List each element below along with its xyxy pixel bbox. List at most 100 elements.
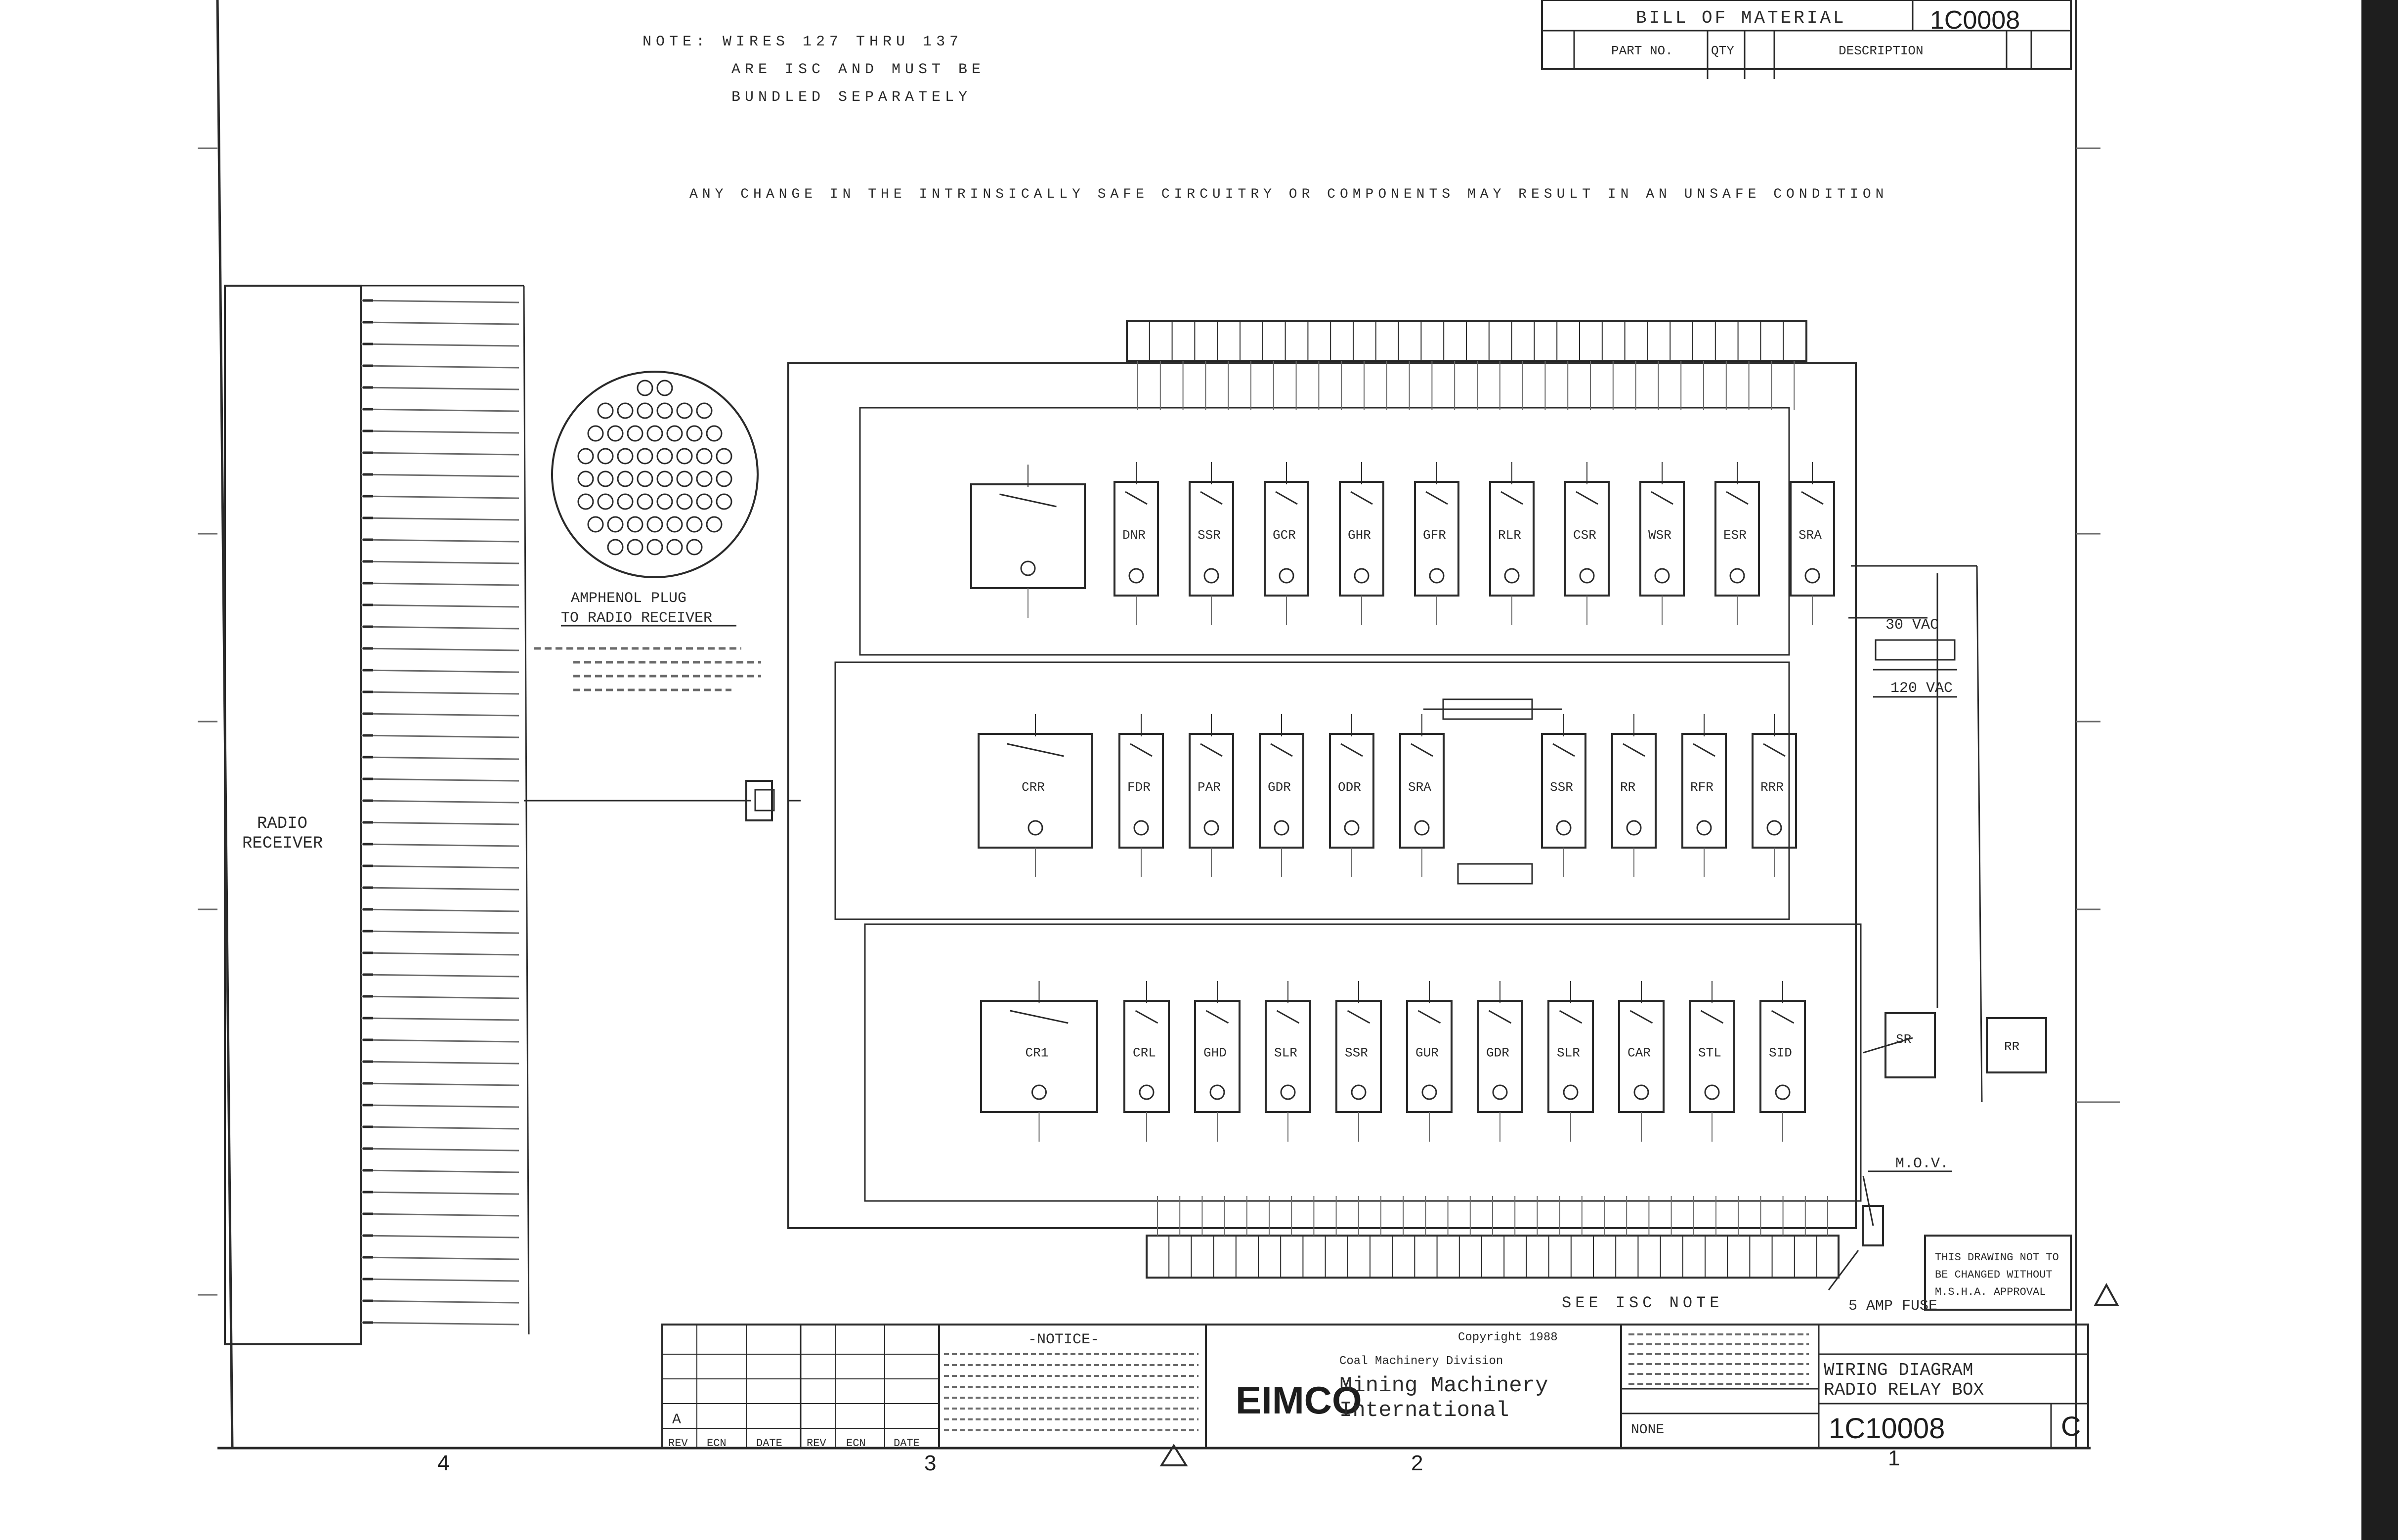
receiver-pin-line (360, 713, 519, 717)
title-drawing-number: 1C10008 (1829, 1412, 1945, 1445)
receiver-pin-line (360, 756, 519, 760)
relay-label: RFR (1690, 780, 1713, 795)
relay-label: GDR (1268, 780, 1291, 795)
rev-col-6: DATE (894, 1437, 920, 1450)
receiver-pin-line (360, 887, 519, 891)
receiver-label-line-1: RADIO (257, 814, 307, 833)
plug-pin (686, 425, 703, 442)
relay-label: CSR (1573, 528, 1596, 543)
relay-label: CR1 (1026, 1046, 1049, 1061)
relay-symbol-icon: RRR (1752, 714, 1797, 877)
relay-label: SSR (1550, 780, 1573, 795)
plug-pin (666, 539, 683, 556)
connector-plug-icon (745, 780, 775, 821)
plug-pin (716, 493, 732, 510)
zone-label-4: 4 (437, 1451, 449, 1475)
plug-pin (706, 425, 723, 442)
relay-symbol-icon: GHD (1194, 981, 1241, 1142)
relay-symbol-icon: GDR (1477, 981, 1523, 1142)
relay-label: FDR (1127, 780, 1151, 795)
relay-label: GDR (1486, 1046, 1509, 1061)
plug-pin (637, 402, 653, 419)
receiver-pin-line (360, 1300, 519, 1304)
relay-label: SSR (1198, 528, 1221, 543)
radio-receiver-block (224, 285, 530, 1345)
see-isc-note: SEE ISC NOTE (1562, 1294, 1723, 1312)
plug-pin (627, 516, 643, 533)
relay-symbol-icon: FDR (1118, 714, 1164, 877)
relay-label: SRA (1408, 780, 1431, 795)
plug-pin (656, 402, 673, 419)
receiver-pin-line (360, 560, 519, 564)
receiver-pin-line (360, 843, 519, 847)
receiver-pin-line (360, 452, 519, 456)
vac-120-label: 120 VAC (1890, 680, 1953, 697)
receiver-pin-line (360, 408, 519, 412)
eimco-logo: EIMCO (1236, 1378, 1362, 1422)
msha-approval-box (1924, 1235, 2072, 1311)
receiver-pin-line (360, 995, 519, 999)
receiver-pin-line (360, 974, 519, 978)
vac-120-block (1873, 669, 1957, 698)
receiver-pin-line (360, 821, 519, 825)
relay-symbol-icon: RFR (1681, 714, 1727, 877)
relay-label: PAR (1198, 780, 1221, 795)
drawing-frame (198, 0, 2120, 1450)
plug-pin (696, 402, 713, 419)
receiver-pin-line (360, 1169, 519, 1173)
plug-pin (716, 471, 732, 487)
zone-label-1: 1 (1888, 1446, 1900, 1470)
plug-pin (666, 516, 683, 533)
division-text: Coal Machinery Division (1339, 1355, 1503, 1368)
plug-pin (597, 471, 614, 487)
plug-pin (607, 516, 624, 533)
wires-note-line-1: NOTE: WIRES 127 THRU 137 (642, 34, 963, 50)
plug-pin (627, 539, 643, 556)
relay-rr-right (1986, 1017, 2047, 1073)
relay-symbol-icon: RLR (1489, 462, 1535, 625)
relay-symbol-icon: CR1 (980, 981, 1098, 1142)
receiver-pin-line (360, 1039, 519, 1043)
relay-symbol-icon: GUR (1406, 981, 1453, 1142)
relay-label: GFR (1423, 528, 1446, 543)
vac-30-block (1848, 617, 1956, 661)
fuse-label: 5 AMP FUSE (1848, 1298, 1937, 1315)
relay-label: WSR (1648, 528, 1671, 543)
notice-title: -NOTICE- (1028, 1331, 1099, 1348)
plug-pin (587, 425, 604, 442)
relay-symbol-icon: PAR (1189, 714, 1234, 877)
terminal-strip-bottom (1146, 1196, 1840, 1279)
relay-symbol-icon: RR (1611, 714, 1657, 877)
plug-pin (656, 471, 673, 487)
revision-block (661, 1324, 940, 1449)
rev-col-4: REV (807, 1437, 826, 1450)
receiver-pin-line (360, 517, 519, 521)
fuse-icon (1828, 1205, 1884, 1290)
receiver-pin-line (360, 1148, 519, 1152)
bom-col-part-no: PART NO. (1611, 43, 1673, 58)
bom-col-description: DESCRIPTION (1839, 43, 1924, 58)
receiver-pin-line (360, 1126, 519, 1130)
relay-label: RRR (1760, 780, 1784, 795)
receiver-pin-line (360, 930, 519, 934)
plug-pin (696, 471, 713, 487)
relay-symbol-icon: STL (1689, 981, 1735, 1142)
amphenol-plug-icon (551, 371, 759, 578)
receiver-pin-line (360, 321, 519, 325)
plug-pin (597, 448, 614, 465)
receiver-pin-lines (360, 299, 519, 1326)
relay-label: GUR (1415, 1046, 1439, 1061)
plug-footnote-scribble (534, 647, 761, 691)
receiver-pin-line (360, 691, 519, 695)
relay-label: CRL (1133, 1046, 1156, 1061)
plug-pin (656, 448, 673, 465)
receiver-pin-line (360, 1191, 519, 1195)
wires-note-line-3: BUNDLED SEPARATELY (731, 89, 972, 106)
relay-symbol-icon: CAR (1618, 981, 1665, 1142)
relay-symbol-icon: SSR (1335, 981, 1382, 1142)
plug-pin (676, 448, 693, 465)
receiver-pin-line (360, 952, 519, 956)
plug-pin (637, 380, 653, 396)
plug-pin (577, 448, 594, 465)
